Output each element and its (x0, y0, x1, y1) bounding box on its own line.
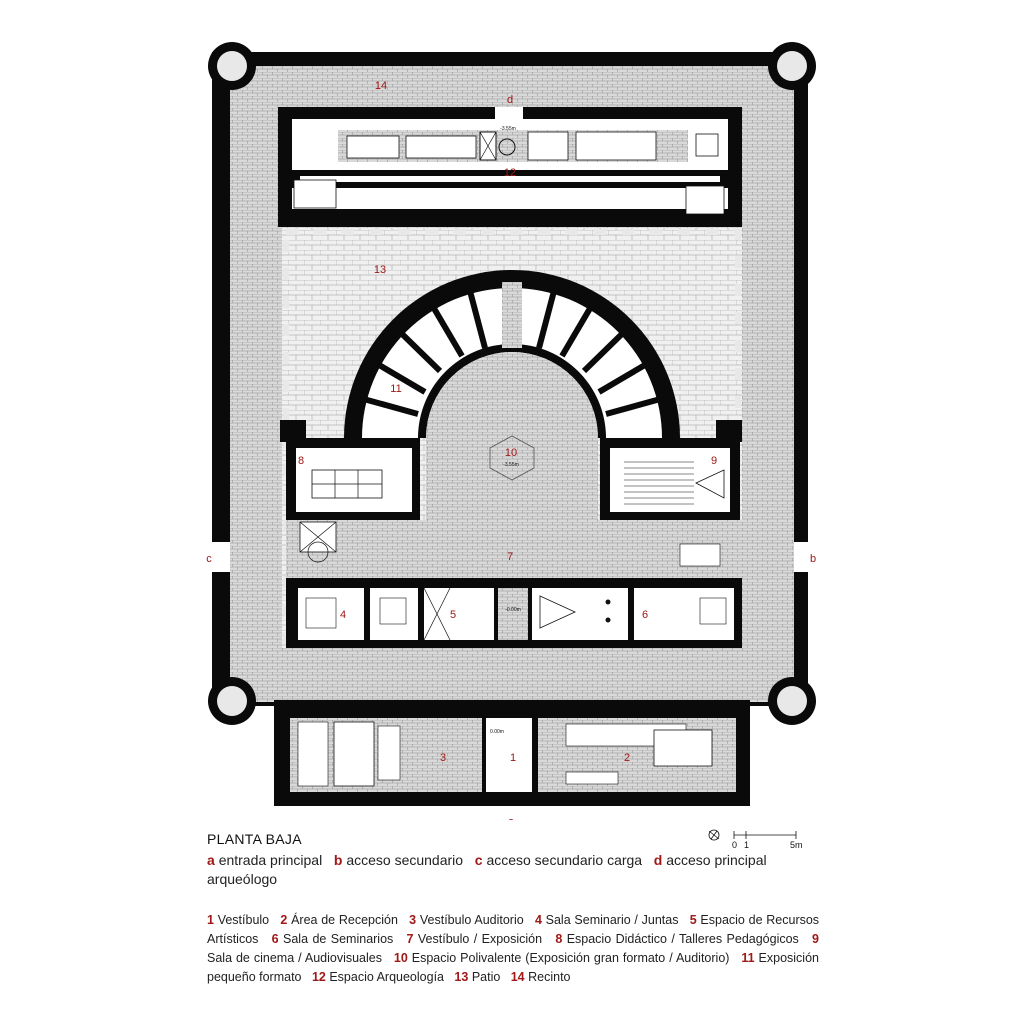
room-number-3: 3 (440, 752, 446, 764)
room-text: Vestíbulo (217, 913, 270, 927)
room-entry-7: 7 Vestíbulo / Exposición (407, 932, 543, 946)
legend: PLANTA BAJA a entrada principal b acceso… (207, 830, 819, 987)
room-key: 5 (689, 913, 697, 927)
access-legend: a entrada principal b acceso secundario … (207, 851, 819, 889)
scale-label-1: 1 (744, 840, 749, 850)
room-entry-14: 14 Recinto (511, 970, 571, 984)
rooms-8-9 (280, 420, 742, 520)
room-entry-9: 9 Sala de cinema / Audiovisuales (207, 932, 819, 965)
room-number-9: 9 (711, 455, 717, 467)
room-key: 11 (741, 951, 755, 965)
access-key: b (333, 852, 343, 868)
room-entry-3: 3 Vestíbulo Auditorio (409, 913, 524, 927)
front-block (274, 700, 750, 820)
north-arrow-icon (708, 829, 720, 841)
access-marker-a: a (508, 816, 515, 820)
room-key: 3 (409, 913, 417, 927)
room-text: Espacio de Recursos Artísticos (207, 913, 820, 946)
room-entry-12: 12 Espacio Arqueología (312, 970, 444, 984)
room-text: Sala de cinema / Audiovisuales (207, 951, 382, 965)
room-text: Espacio Polivalente (Exposición gran for… (411, 951, 730, 965)
access-entry-d: d acceso principal arqueólogo (207, 852, 767, 887)
room-legend: 1 Vestíbulo 2 Área de Recepción 3 Vestíb… (207, 911, 819, 987)
central-axis-path (500, 648, 528, 700)
floor-plan-drawing: a b c d 1 2 3 4 5 6 7 8 9 10 11 12 13 14… (206, 42, 816, 820)
room-text: Espacio Didáctico / Talleres Pedagógicos (566, 932, 799, 946)
access-text: entrada principal (218, 852, 323, 868)
room-text: Exposición pequeño formato (207, 951, 819, 984)
room-number-8: 8 (298, 455, 304, 467)
access-text: acceso secundario carga (486, 852, 643, 868)
room-text: Vestíbulo Auditorio (419, 913, 524, 927)
access-key: c (474, 852, 483, 868)
room-number-14: 14 (375, 80, 387, 92)
room-number-11: 11 (390, 383, 401, 395)
scale-label-5m: 5m (790, 840, 803, 850)
semicircular-gallery (344, 270, 680, 520)
room-number-13: 13 (374, 264, 386, 276)
room-key: 4 (534, 913, 542, 927)
room-key: 8 (555, 932, 563, 946)
room-text: Área de Recepción (291, 913, 398, 927)
access-marker-d: d (507, 94, 513, 106)
room-entry-4: 4 Sala Seminario / Juntas (535, 913, 679, 927)
room-text: Patio (471, 970, 501, 984)
room-entry-13: 13 Patio (454, 970, 500, 984)
room-key: 7 (406, 932, 414, 946)
access-marker-b: b (810, 553, 816, 565)
archaeology-block (278, 107, 742, 227)
room-number-2: 2 (624, 752, 630, 764)
room-entry-10: 10 Espacio Polivalente (Exposición gran … (394, 951, 730, 965)
access-entry-b: b acceso secundario (334, 852, 463, 868)
room-text: Espacio Arqueología (329, 970, 444, 984)
room-text: Recinto (528, 970, 571, 984)
room-number-5: 5 (450, 609, 456, 621)
room-text: Sala de Seminarios (283, 932, 394, 946)
room-text: Vestíbulo / Exposición (417, 932, 543, 946)
level-mark-top: -3.55m (500, 126, 516, 132)
room-key: 2 (280, 913, 288, 927)
room-number-6: 6 (642, 609, 648, 621)
access-entry-a: a entrada principal (207, 852, 322, 868)
level-mark-center: -3.55m (503, 462, 519, 468)
scale-bar: 0 1 5m (708, 829, 803, 850)
room-key: 14 (510, 970, 525, 984)
access-text: acceso secundario (346, 852, 464, 868)
access-entry-c: c acceso secundario carga (475, 852, 642, 868)
room-entry-8: 8 Espacio Didáctico / Talleres Pedagógic… (555, 932, 799, 946)
room-key: 12 (311, 970, 326, 984)
scale-label-0: 0 (732, 840, 737, 850)
room-entry-6: 6 Sala de Seminarios (272, 932, 394, 946)
level-mark-front: 0.00m (490, 729, 504, 735)
room-key: 13 (454, 970, 469, 984)
room-key: 10 (393, 951, 408, 965)
rooms-4-5-6 (286, 578, 742, 648)
room-key: 9 (812, 932, 819, 946)
room-entry-5: 5 Espacio de Recursos Artísticos (207, 913, 819, 946)
access-key: d (653, 852, 663, 868)
level-mark-corridor: -0.00m (505, 607, 521, 613)
room-number-7: 7 (507, 551, 513, 563)
room-entry-11: 11 Exposición pequeño formato (207, 951, 819, 984)
access-text: acceso principal arqueólogo (207, 852, 767, 887)
access-key: a (207, 852, 215, 868)
corridor-7 (286, 520, 742, 578)
room-number-12: 12 (504, 167, 516, 179)
room-text: Sala Seminario / Juntas (545, 913, 679, 927)
access-marker-c: c (206, 553, 212, 565)
room-key: 1 (207, 913, 214, 927)
room-number-1: 1 (510, 752, 516, 764)
plan-title: PLANTA BAJA (207, 831, 302, 847)
room-entry-2: 2 Área de Recepción (280, 913, 398, 927)
room-number-10: 10 (505, 447, 517, 459)
room-key: 6 (271, 932, 279, 946)
room-number-4: 4 (340, 609, 346, 621)
room-entry-1: 1 Vestíbulo (207, 913, 269, 927)
